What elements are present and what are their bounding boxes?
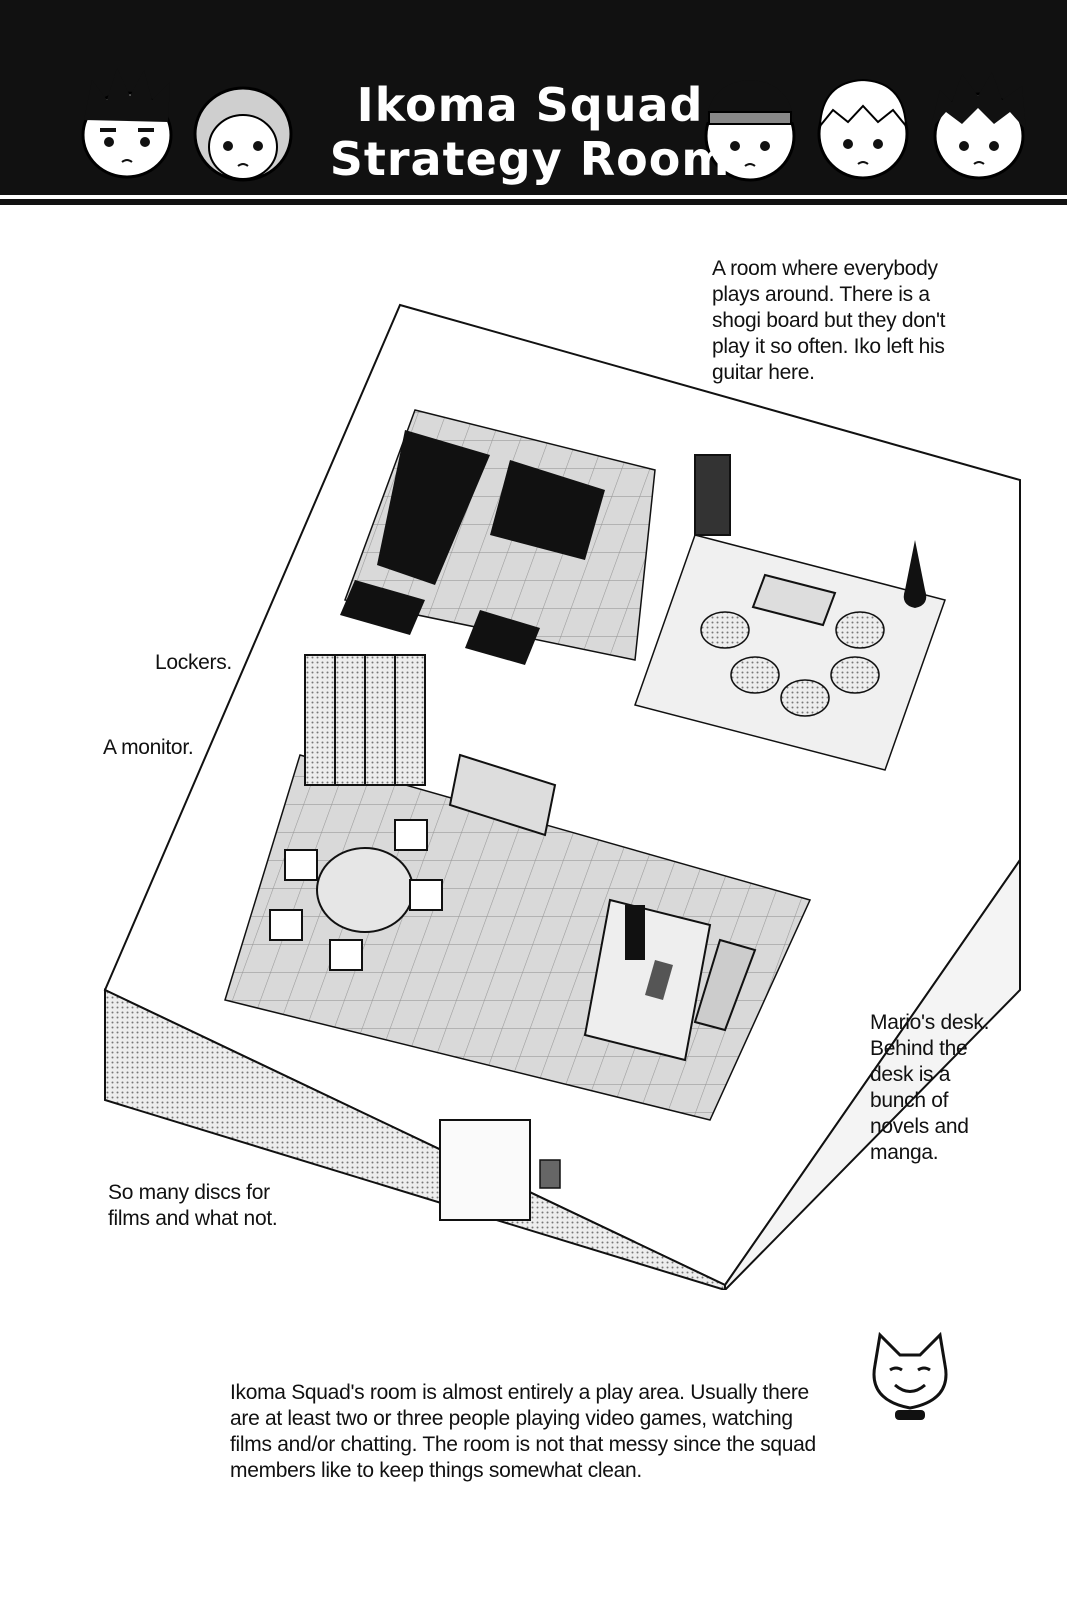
oki-face-icon xyxy=(704,80,796,182)
summary-text: Ikoma Squad's room is almost entirely a … xyxy=(230,1381,816,1482)
minamisawa-face-icon xyxy=(817,78,909,180)
note-lockers: Lockers. xyxy=(155,651,232,674)
note-discs: So many discs for films and what not. xyxy=(108,1181,278,1230)
mizukami-face-icon xyxy=(193,86,293,182)
hosoi-face-icon xyxy=(930,72,1026,180)
note-desk: Mario's desk. Behind the desk is a bunch… xyxy=(870,1011,990,1164)
header-rule xyxy=(0,199,1067,205)
note-room: A room where everybody plays around. The… xyxy=(712,257,946,384)
floorplan-illustration xyxy=(103,303,1021,1290)
cat-mascot-icon xyxy=(872,1331,948,1420)
page-title: Ikoma Squad Strategy Room xyxy=(329,78,731,186)
ikoma-face-icon xyxy=(81,68,173,179)
note-monitor: A monitor. xyxy=(103,736,194,759)
